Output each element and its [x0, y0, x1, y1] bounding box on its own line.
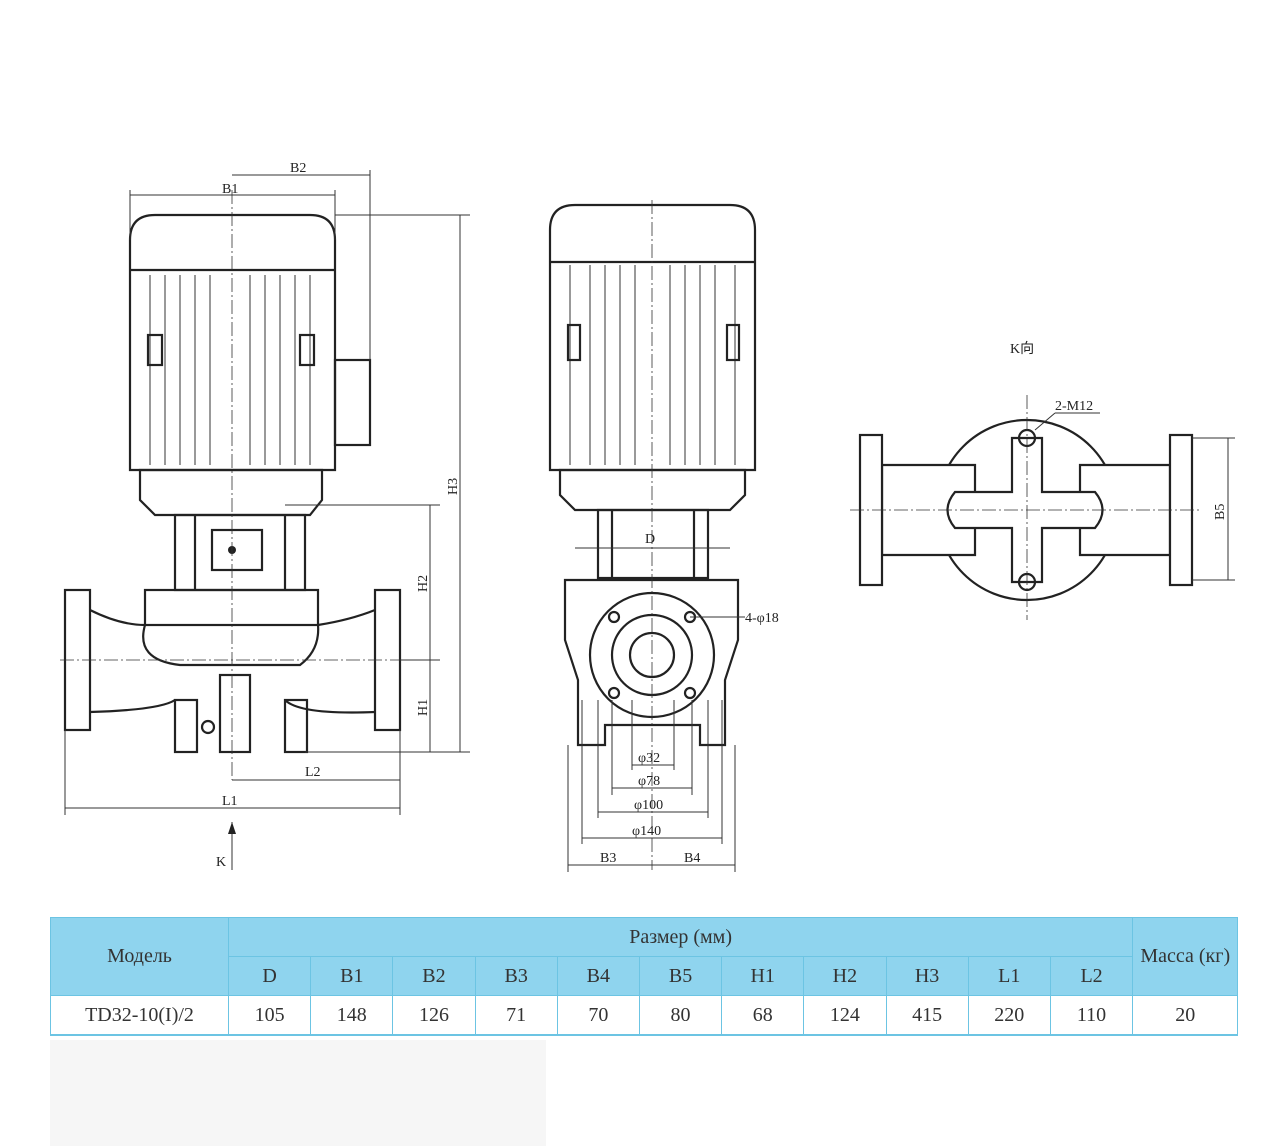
- value-cell: 68: [721, 995, 805, 1036]
- col-header: B1: [310, 956, 394, 996]
- view-arrow-k-label: K: [216, 855, 226, 870]
- side-view: D 4-φ18 φ32 φ78 φ100 φ140 B3 B4: [548, 200, 779, 872]
- dim-label-l1: L1: [222, 794, 238, 809]
- size-header: Размер (мм): [227, 917, 1134, 957]
- dimensions-table: Модель Размер (мм) Масса (кг) D B1 B2 B3…: [50, 917, 1239, 1036]
- blank-area: [50, 1040, 546, 1146]
- col-header: B2: [392, 956, 476, 996]
- k-view-title: K向: [1010, 341, 1034, 357]
- value-cell: 105: [227, 995, 312, 1036]
- k-view: K向 2-M12 B5: [850, 341, 1235, 620]
- dim-label-l2: L2: [305, 765, 321, 780]
- value-cell: 148: [310, 995, 394, 1036]
- table-row: TD32-10(I)/2 105 148 126 71 70 80 68 124…: [50, 995, 1239, 1036]
- front-view: B1 B2 H3 H2 H1 L2 L1 K: [60, 161, 470, 870]
- mass-cell: 20: [1132, 995, 1239, 1036]
- dim-label-h2: H2: [416, 575, 431, 592]
- value-cell: 71: [474, 995, 558, 1036]
- col-header: B4: [556, 956, 640, 996]
- dim-label-d: D: [645, 532, 655, 547]
- dim-label-d78: φ78: [638, 774, 660, 789]
- value-cell: 70: [556, 995, 640, 1036]
- col-header: L1: [967, 956, 1051, 996]
- mount-holes-label: 2-M12: [1055, 399, 1093, 414]
- dim-label-b1: B1: [222, 182, 238, 197]
- col-header: B3: [474, 956, 558, 996]
- dim-label-d32: φ32: [638, 751, 660, 766]
- dim-label-b4: B4: [684, 851, 700, 866]
- col-header: D: [227, 956, 312, 996]
- dim-label-b3: B3: [600, 851, 616, 866]
- dim-label-h3: H3: [446, 478, 461, 495]
- value-cell: 126: [392, 995, 476, 1036]
- col-header: H3: [885, 956, 969, 996]
- bolt-holes-label: 4-φ18: [745, 611, 779, 626]
- pump-dimension-drawing: B1 B2 H3 H2 H1 L2 L1 K: [60, 161, 1235, 872]
- value-cell: 220: [967, 995, 1051, 1036]
- dim-label-b5: B5: [1213, 504, 1228, 520]
- value-cell: 80: [638, 995, 723, 1036]
- model-cell: TD32-10(I)/2: [50, 995, 229, 1036]
- mass-header: Масса (кг): [1132, 917, 1239, 996]
- col-header: H2: [803, 956, 887, 996]
- value-cell: 110: [1049, 995, 1134, 1036]
- dim-label-d100: φ100: [634, 798, 663, 813]
- dim-label-h1: H1: [416, 699, 431, 716]
- col-header: H1: [721, 956, 805, 996]
- model-header: Модель: [50, 917, 229, 996]
- value-cell: 415: [885, 995, 969, 1036]
- value-cell: 124: [803, 995, 887, 1036]
- dim-label-d140: φ140: [632, 824, 661, 839]
- col-header: L2: [1049, 956, 1134, 996]
- dim-label-b2: B2: [290, 161, 306, 176]
- col-header: B5: [638, 956, 723, 996]
